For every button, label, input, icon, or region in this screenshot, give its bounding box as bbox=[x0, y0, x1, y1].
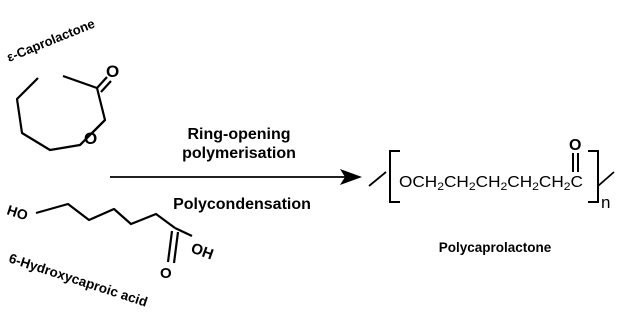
reaction-arrow-head bbox=[340, 169, 362, 185]
acid-hydroxyl-label: OH bbox=[189, 240, 216, 264]
acid-carbonyl-double-bond bbox=[172, 231, 180, 264]
repeat-bracket-right bbox=[588, 150, 599, 203]
caprolactone-label: ε-Caprolactone bbox=[5, 16, 97, 65]
carbonyl-double-bond bbox=[100, 80, 112, 93]
caprolactone-structure: O O ε-Caprolactone bbox=[5, 16, 119, 152]
reaction-arrow-group: Ring-opening polymerisation Polycondensa… bbox=[110, 126, 362, 213]
caprolactone-carbonyl-oxygen: O bbox=[106, 62, 119, 81]
acid-carbonyl-oxygen: O bbox=[160, 265, 172, 282]
chain-end-bond-left bbox=[368, 171, 387, 187]
acid-c-o-bond bbox=[174, 227, 193, 237]
acid-carbonyl-double-bond bbox=[166, 230, 174, 263]
carbonyl-double-bond bbox=[96, 76, 108, 89]
product-carbonyl-oxygen: O bbox=[569, 137, 581, 154]
route-top-line-1: Ring-opening bbox=[187, 126, 290, 143]
hydroxyl-group-label: HO bbox=[5, 202, 30, 224]
chain-end-bond-right bbox=[597, 171, 615, 187]
route-bottom-label: Polycondensation bbox=[173, 196, 311, 213]
caprolactone-ring-oxygen: O bbox=[84, 129, 97, 148]
ring-ester-bond bbox=[79, 140, 85, 146]
hydroxycaproic-acid-structure: HO OH O 6-Hydroxycaproic acid bbox=[5, 202, 216, 310]
ring-ester-bond bbox=[91, 119, 106, 134]
repeat-bracket-left bbox=[389, 150, 400, 203]
hydroxy-acid-label: 6-Hydroxycaproic acid bbox=[7, 251, 149, 310]
hydroxy-acid-chain bbox=[35, 202, 176, 229]
route-top-line-2: polymerisation bbox=[182, 145, 296, 162]
polycaprolactone-label: Polycaprolactone bbox=[439, 240, 552, 255]
repeat-count-n: n bbox=[601, 193, 610, 212]
caprolactone-ring bbox=[15, 74, 107, 152]
